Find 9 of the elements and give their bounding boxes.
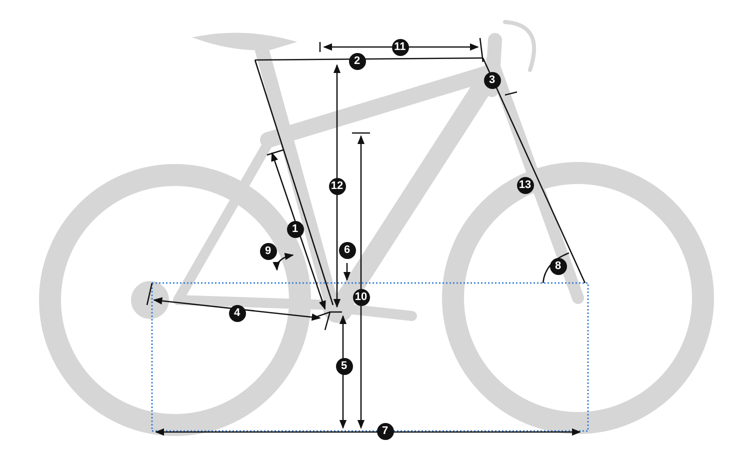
callout-number: 9	[260, 242, 276, 260]
callout-number: 11	[392, 38, 408, 56]
callout-number: 2	[348, 52, 366, 70]
callout-number: 8	[550, 258, 566, 274]
callout-number: 5	[336, 358, 352, 374]
callout-number: 7	[376, 422, 394, 440]
callout-number: 1	[286, 220, 304, 238]
callout-number: 12	[328, 178, 346, 194]
callout-number: 6	[338, 242, 356, 258]
